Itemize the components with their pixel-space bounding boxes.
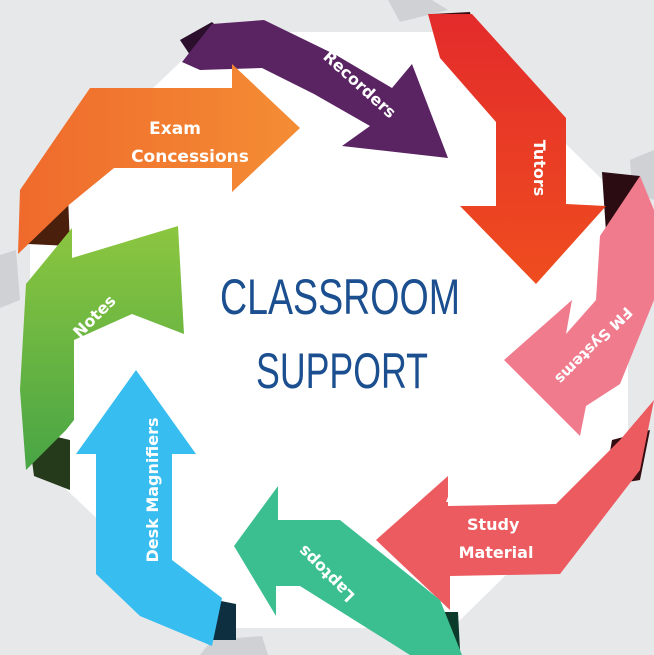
- ribbon-sliver-left: [0, 250, 20, 308]
- label-desk-magnifiers: Desk Magnifiers: [143, 417, 162, 562]
- center-title-line-2: SUPPORT: [256, 343, 428, 399]
- arrow-fm-systems[interactable]: [504, 176, 654, 436]
- background-plate: [30, 32, 628, 628]
- arrow-accessible-study-material[interactable]: [376, 400, 654, 610]
- arrow-desk-magnifiers[interactable]: [76, 370, 222, 646]
- label-exam-concessions: Exam Concessions: [131, 119, 249, 167]
- ribbon-sliver-top: [388, 0, 448, 22]
- arrow-tutors[interactable]: [428, 14, 606, 284]
- arrow-exam-concessions[interactable]: [18, 64, 300, 254]
- arrow-recorders[interactable]: [182, 20, 448, 158]
- label-accessible-study-material: Accessible Study Material: [446, 487, 546, 562]
- arrow-notes[interactable]: [20, 226, 184, 470]
- arrow-laptops[interactable]: [234, 486, 462, 655]
- center-title-line-1: CLASSROOM: [220, 269, 460, 325]
- ribbon-sliver-bottom: [200, 636, 268, 655]
- label-tutors: Tutors: [530, 140, 549, 197]
